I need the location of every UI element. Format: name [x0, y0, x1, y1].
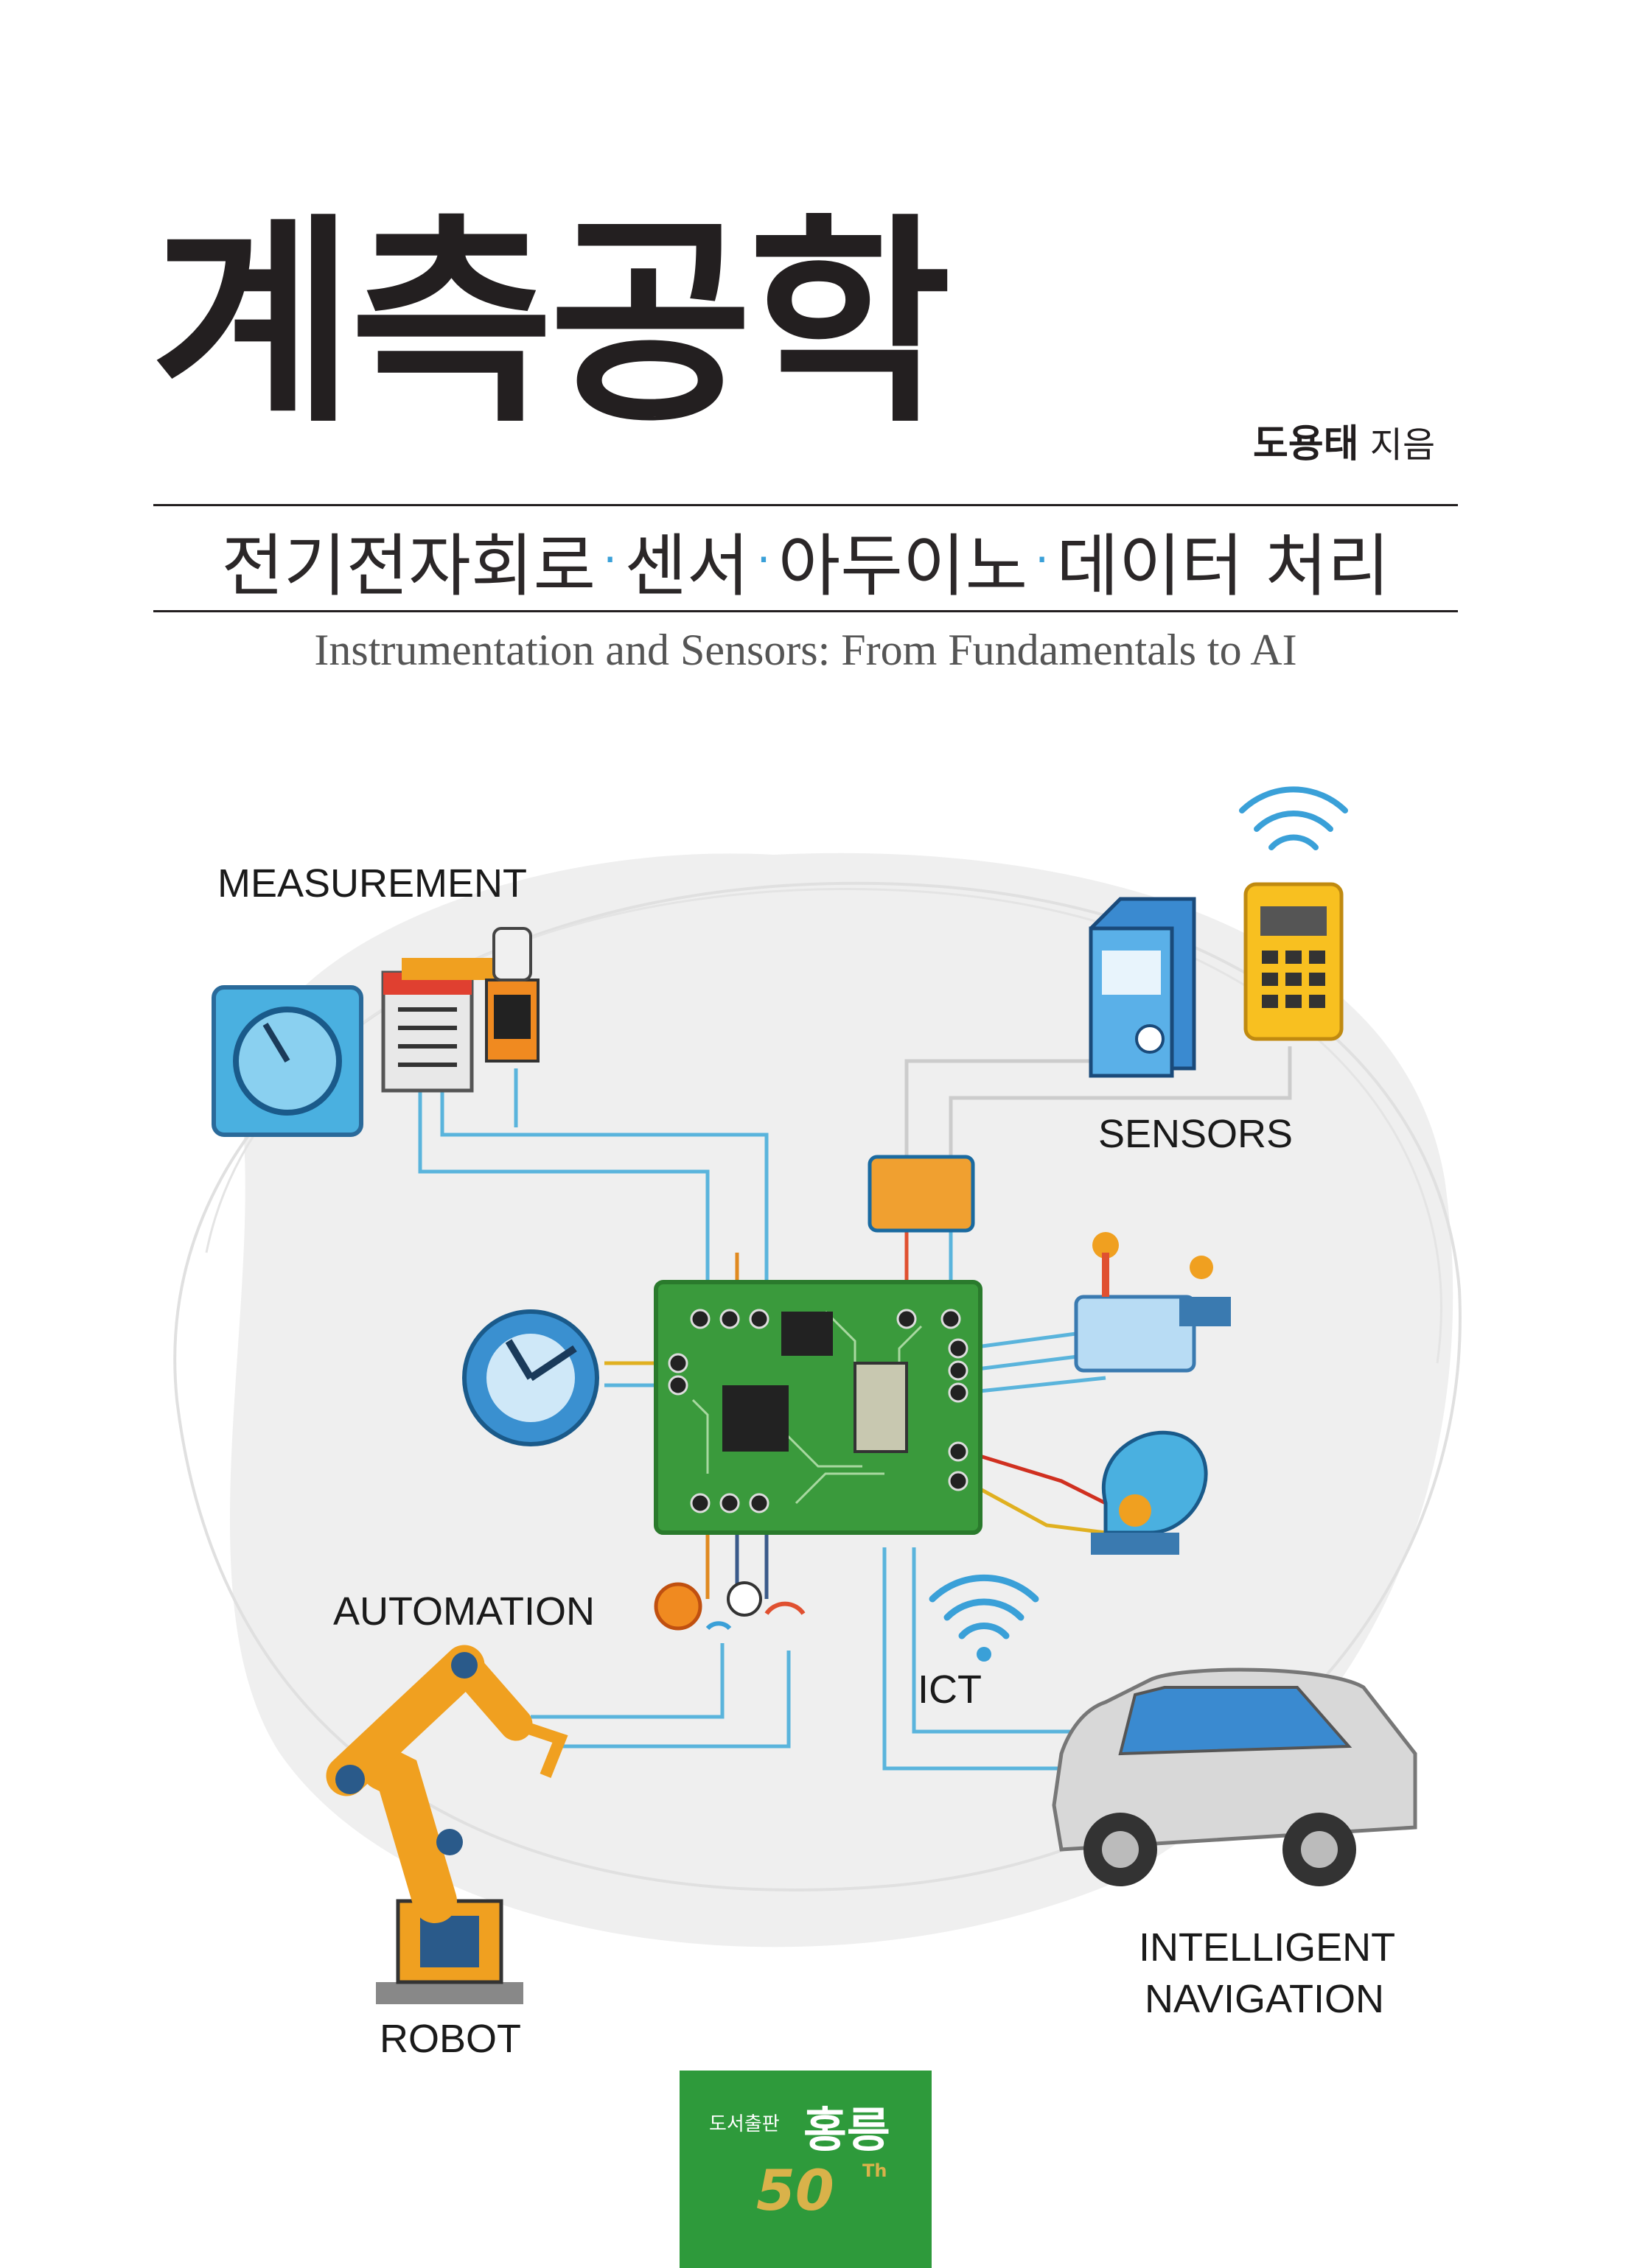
wire — [882, 1547, 1069, 1771]
label-intelligent: INTELLIGENT — [1139, 1925, 1396, 1970]
author: 도용태 지음 — [1253, 413, 1435, 468]
label-navigation: NAVIGATION — [1145, 1977, 1385, 2021]
valve-device — [1074, 1232, 1231, 1373]
korean-subtitle: 전기전자회로 · 센서 · 아두이노 · 데이터 처리 — [153, 508, 1458, 612]
author-role: 지음 — [1369, 424, 1436, 466]
label-automation: AUTOMATION — [333, 1589, 596, 1634]
sensor-devices — [868, 786, 1348, 1233]
publisher-anniversary: 50 — [756, 2157, 834, 2223]
subtitle-separator: · — [756, 534, 771, 586]
subtitle-separator: · — [603, 534, 618, 586]
label-ict: ICT — [918, 1667, 982, 1712]
wire — [440, 1091, 769, 1304]
pump-device — [1091, 1430, 1208, 1555]
wire — [912, 1547, 1083, 1734]
car-illustration — [1052, 1667, 1417, 1886]
wires — [418, 1024, 1292, 1771]
publisher-name: 홍릉 — [803, 2104, 890, 2158]
subtitle-item-data: 데이터 처리 — [1056, 526, 1390, 606]
wire — [965, 1376, 1106, 1395]
bottom-rule — [153, 610, 1458, 612]
label-sensors: SENSORS — [1098, 1112, 1294, 1156]
robot-arm — [326, 1645, 568, 2004]
measurement-devices — [212, 927, 540, 1137]
wire — [531, 1643, 725, 1719]
top-rule — [153, 504, 1458, 506]
wire — [964, 1479, 1106, 1535]
author-name: 도용태 — [1253, 422, 1359, 466]
gauge-device — [462, 1309, 599, 1446]
book-title: 계측공학 — [151, 195, 952, 452]
subtitle-separator: · — [1035, 534, 1050, 586]
wire — [949, 1046, 1292, 1157]
wire — [418, 1091, 710, 1304]
english-subtitle: Instrumentation and Sensors: From Fundam… — [314, 626, 1297, 674]
label-measurement: MEASUREMENT — [217, 861, 528, 906]
wire — [553, 1651, 791, 1749]
circuit-board — [654, 1280, 982, 1535]
subtitle-item-sensors: 센서 — [624, 526, 750, 606]
wifi-icon — [1239, 786, 1348, 850]
wire — [965, 1354, 1084, 1373]
wire — [965, 1449, 1107, 1505]
ict-wifi-icon — [929, 1574, 1039, 1639]
automation-icons — [654, 1581, 806, 1631]
subtitle-item-circuits: 전기전자회로 — [221, 526, 596, 606]
publisher-prefix: 도서출판 — [709, 2113, 780, 2135]
cover-illustration — [173, 786, 1462, 2004]
label-robot: ROBOT — [380, 2017, 522, 2061]
wire — [965, 1331, 1077, 1351]
publisher-anniversary-suffix: Th — [862, 2160, 887, 2181]
subtitle-item-arduino: 아두이노 — [778, 526, 1028, 606]
publisher-logo: 도서출판 홍릉 50 Th — [680, 2071, 932, 2268]
